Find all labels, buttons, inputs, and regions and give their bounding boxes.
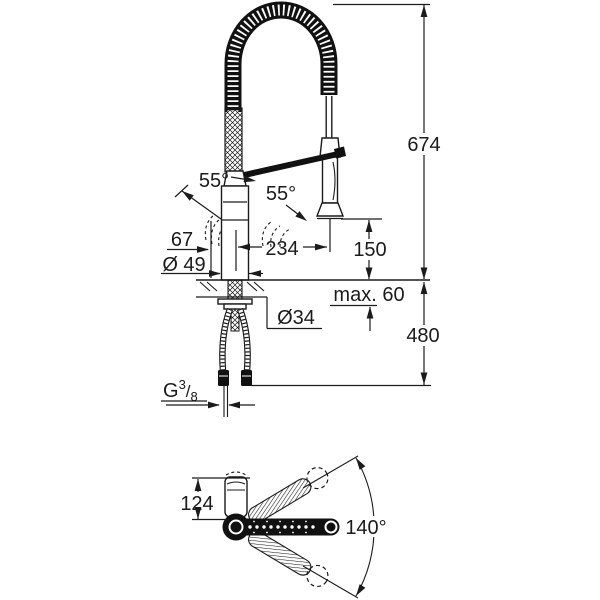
- top-view-handle: [224, 471, 248, 518]
- dim-swivel-angle: 140°: [302, 455, 390, 599]
- supply-hoses: [218, 307, 252, 417]
- top-view-body-hub: [222, 513, 250, 541]
- top-view: 124 140°: [180, 455, 390, 599]
- mounting-hardware: [217, 279, 253, 332]
- dim-counter-thickness-label: max. 60: [333, 284, 404, 306]
- dim-overall-height-label: 674: [407, 134, 440, 156]
- deck-hatching: [199, 281, 265, 292]
- dim-under-counter-label: 480: [406, 325, 439, 347]
- spout-ghost-upper: [248, 466, 329, 524]
- lever-handle: [223, 146, 346, 187]
- hose-fitting-right: [241, 370, 252, 386]
- center-stud: [230, 308, 240, 332]
- lever-ghost-positions: [204, 214, 291, 248]
- main-view: 674 150 max. 60 480: [161, 1, 441, 417]
- dim-thread-label: G3/8: [163, 377, 198, 404]
- hand-shower: [315, 96, 345, 220]
- spout-ghost-lower: [248, 530, 329, 588]
- dim-lever-angle-left: 55°: [174, 170, 257, 220]
- dim-under-counter: 480: [251, 282, 440, 387]
- dim-outlet-height-label: 150: [353, 239, 386, 261]
- dim-handle-reach: 67: [167, 221, 212, 278]
- dim-lever-angle-left-label: 55°: [199, 170, 229, 192]
- lever-tip: [334, 146, 346, 159]
- dim-handle-length: 124: [180, 477, 250, 521]
- dim-counter-thickness: max. 60: [330, 284, 405, 331]
- dim-outlet-height: 150: [341, 218, 387, 280]
- dim-spout-reach-label: 234: [265, 238, 298, 260]
- dim-overall-height: 674: [333, 3, 441, 280]
- dim-handle-reach-label: 67: [171, 229, 193, 251]
- dim-hole-diameter: Ø34: [266, 297, 322, 330]
- spring-spout: [224, 1, 338, 173]
- spring-lower-sleeve: [224, 107, 243, 173]
- dim-lever-angle-right: 55°: [266, 183, 310, 224]
- thread-tail: [223, 386, 229, 417]
- faucet-body: [220, 185, 250, 281]
- hose-fitting-left: [218, 370, 229, 386]
- spray-head-bell: [315, 202, 345, 217]
- dim-hole-diameter-label: Ø34: [277, 307, 315, 329]
- top-view-spout: [222, 513, 340, 541]
- dim-thread: G3/8: [161, 377, 255, 409]
- threaded-shank: [227, 279, 243, 300]
- spray-head-top-ring: [324, 520, 338, 534]
- dim-body-diameter: Ø 49: [161, 254, 263, 277]
- dim-handle-length-label: 124: [180, 493, 213, 515]
- mounting-washer: [217, 298, 253, 305]
- dim-spout-reach: 234: [235, 219, 331, 271]
- dim-lever-angle-right-label: 55°: [266, 183, 296, 205]
- dim-swivel-angle-label: 140°: [345, 517, 386, 539]
- dim-body-diameter-label: Ø 49: [162, 254, 205, 276]
